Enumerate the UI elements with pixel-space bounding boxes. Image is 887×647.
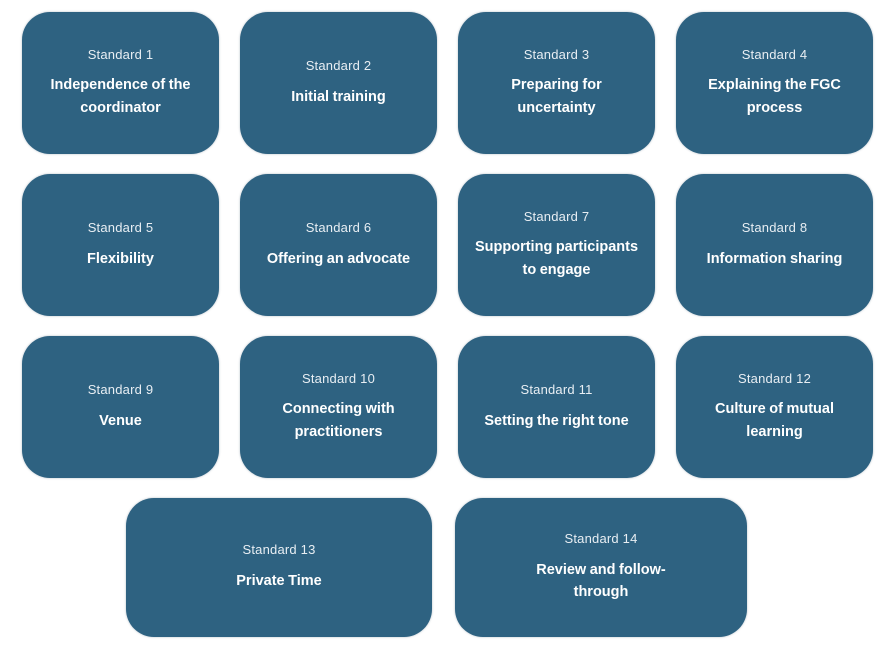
grid-row-4: Standard 13 Private Time Standard 14 Rev… xyxy=(0,498,887,637)
standard-number: Standard 9 xyxy=(87,381,154,397)
standard-title: Private Time xyxy=(236,573,322,590)
card-standard-1: Standard 1 Independence of the coordinat… xyxy=(22,12,219,154)
standard-title: Flexibility xyxy=(87,250,154,267)
standard-title: Initial training xyxy=(291,88,386,105)
standard-title: Supporting participants to engage xyxy=(474,239,639,278)
card-standard-5: Standard 5 Flexibility xyxy=(22,174,219,316)
card-standard-11: Standard 11 Setting the right tone xyxy=(458,336,655,478)
standard-title: Culture of mutual learning xyxy=(714,401,835,440)
standard-title: Information sharing xyxy=(706,250,843,267)
grid-row-1: Standard 1 Independence of the coordinat… xyxy=(0,12,887,154)
standard-number: Standard 14 xyxy=(564,531,638,547)
standard-number: Standard 13 xyxy=(242,542,316,558)
card-standard-13: Standard 13 Private Time xyxy=(126,498,432,637)
card-standard-2: Standard 2 Initial training xyxy=(240,12,437,154)
standard-number: Standard 6 xyxy=(305,219,372,235)
card-standard-14: Standard 14 Review and follow-through xyxy=(455,498,747,637)
card-standard-4: Standard 4 Explaining the FGC process xyxy=(676,12,873,154)
standard-number: Standard 4 xyxy=(741,46,808,62)
card-standard-7: Standard 7 Supporting participants to en… xyxy=(458,174,655,316)
standard-number: Standard 5 xyxy=(87,219,154,235)
standard-number: Standard 1 xyxy=(87,46,154,62)
card-standard-3: Standard 3 Preparing for uncertainty xyxy=(458,12,655,154)
card-standard-10: Standard 10 Connecting with practitioner… xyxy=(240,336,437,478)
standard-title: Venue xyxy=(99,412,142,429)
standard-title: Connecting with practitioners xyxy=(282,401,395,440)
standard-title: Setting the right tone xyxy=(484,412,629,429)
standard-number: Standard 3 xyxy=(523,46,590,62)
card-standard-6: Standard 6 Offering an advocate xyxy=(240,174,437,316)
standard-title: Offering an advocate xyxy=(266,250,411,267)
standard-number: Standard 7 xyxy=(523,208,590,224)
grid-row-3: Standard 9 Venue Standard 10 Connecting … xyxy=(0,336,887,478)
standard-title: Preparing for uncertainty xyxy=(511,77,602,116)
standard-number: Standard 11 xyxy=(520,381,593,397)
standard-number: Standard 2 xyxy=(305,57,372,73)
standard-number: Standard 8 xyxy=(741,219,808,235)
standard-number: Standard 10 xyxy=(301,370,376,386)
standard-title: Review and follow-through xyxy=(536,561,666,601)
standard-title: Explaining the FGC process xyxy=(708,77,841,116)
standard-title: Independence of the coordinator xyxy=(50,77,191,116)
card-standard-12: Standard 12 Culture of mutual learning xyxy=(676,336,873,478)
card-standard-9: Standard 9 Venue xyxy=(22,336,219,478)
card-standard-8: Standard 8 Information sharing xyxy=(676,174,873,316)
standard-number: Standard 12 xyxy=(737,370,812,386)
grid-row-2: Standard 5 Flexibility Standard 6 Offeri… xyxy=(0,174,887,316)
